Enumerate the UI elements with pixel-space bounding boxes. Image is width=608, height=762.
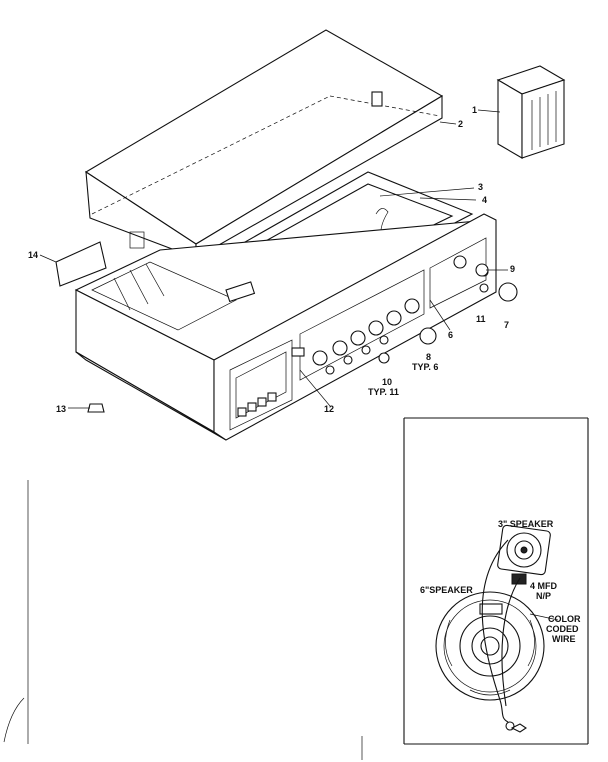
callout-3: 3 (478, 182, 483, 192)
callout-2: 2 (458, 119, 463, 129)
speaker-wiring-schematic: 3" SPEAKER 6"SPEAKER 4 MFD N/P COLOR COD… (403, 417, 589, 745)
callout-11: 11 (476, 314, 486, 324)
label-wire-line1: COLOR (548, 614, 581, 624)
three-inch-speaker-icon (497, 524, 551, 576)
callout-8: 8 (426, 352, 431, 362)
label-wire-line3: WIRE (552, 634, 576, 644)
callout-labels: 1 2 3 4 6 7 8 TYP. 6 9 10 TYP. 11 11 12 … (28, 105, 515, 414)
dust-cover-part (84, 29, 457, 259)
label-6in-speaker: 6"SPEAKER (420, 585, 473, 595)
callout-10: 10 (382, 377, 392, 387)
label-wire-line2: CODED (546, 624, 579, 634)
callout-13: 13 (56, 404, 66, 414)
callout-9: 9 (510, 264, 515, 274)
callout-14: 14 (28, 250, 38, 260)
six-inch-speaker-icon (435, 591, 545, 701)
speaker-cabinet-part (477, 65, 566, 159)
label-capacitor-line1: 4 MFD (530, 581, 558, 591)
callout-1: 1 (472, 105, 477, 115)
main-chassis (74, 213, 497, 441)
callout-8-note: TYP. 6 (412, 362, 438, 372)
loose-knobs (55, 241, 518, 413)
callout-4: 4 (482, 195, 487, 205)
scan-mark (3, 697, 25, 743)
callout-10-note: TYP. 11 (368, 387, 399, 397)
callout-12: 12 (324, 404, 334, 414)
label-capacitor-line2: N/P (536, 591, 551, 601)
callout-6: 6 (448, 330, 453, 340)
callout-7: 7 (504, 320, 509, 330)
label-3in-speaker: 3" SPEAKER (498, 519, 554, 529)
